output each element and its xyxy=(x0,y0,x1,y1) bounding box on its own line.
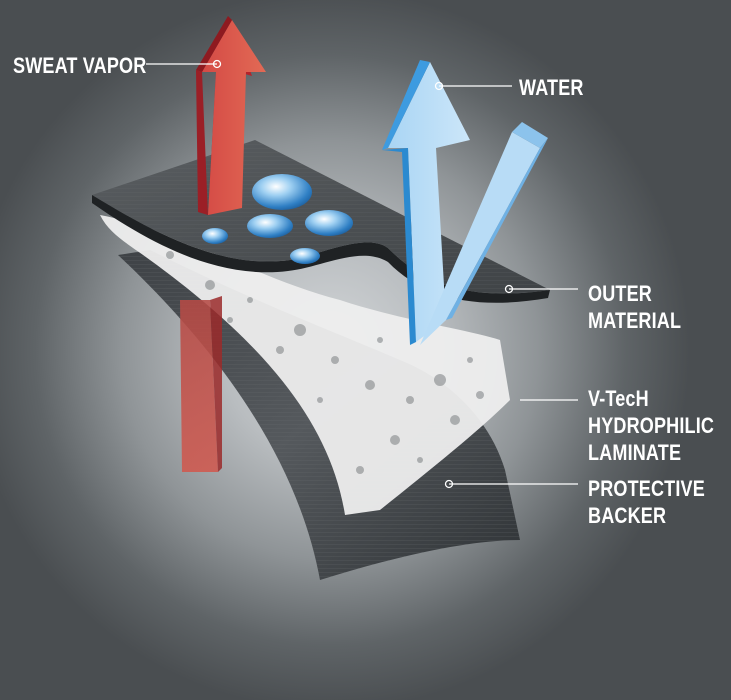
water-droplet-icon xyxy=(305,210,353,236)
water-droplets xyxy=(202,174,353,264)
label-sweat-vapor: SWEAT VAPOR xyxy=(13,52,146,79)
sweat-vapor-arrow-lower xyxy=(180,296,222,472)
label-outer-material-line-1: OUTER xyxy=(588,281,652,306)
laminate-layer xyxy=(100,215,510,515)
water-droplet-icon xyxy=(247,214,293,238)
water-arrow-icon xyxy=(382,60,548,345)
leader-lines xyxy=(146,59,578,489)
label-water-text: WATER xyxy=(519,75,584,100)
label-laminate-line-3: LAMINATE xyxy=(588,440,682,465)
label-outer-material-line-2: MATERIAL xyxy=(588,308,682,333)
leader-dot-backer xyxy=(444,479,454,489)
label-laminate: V-TecH HYDROPHILIC LAMINATE xyxy=(588,385,714,466)
leader-dot-sweat xyxy=(212,59,222,69)
label-laminate-line-1: V-TecH xyxy=(588,386,649,411)
label-protective-backer: PROTECTIVE BACKER xyxy=(588,475,705,529)
water-droplet-icon xyxy=(202,228,228,244)
leader-dot-water xyxy=(434,81,444,91)
label-protective-backer-line-1: PROTECTIVE xyxy=(588,476,705,501)
label-outer-material: OUTER MATERIAL xyxy=(588,280,681,334)
water-droplet-icon xyxy=(252,174,312,210)
water-droplet-icon xyxy=(290,248,320,264)
label-water: WATER xyxy=(519,74,584,101)
sweat-vapor-arrow-icon xyxy=(196,16,266,215)
leader-dot-outer xyxy=(504,284,514,294)
label-protective-backer-line-2: BACKER xyxy=(588,503,667,528)
label-laminate-line-2: HYDROPHILIC xyxy=(588,413,715,438)
label-sweat-vapor-text: SWEAT VAPOR xyxy=(13,53,147,78)
